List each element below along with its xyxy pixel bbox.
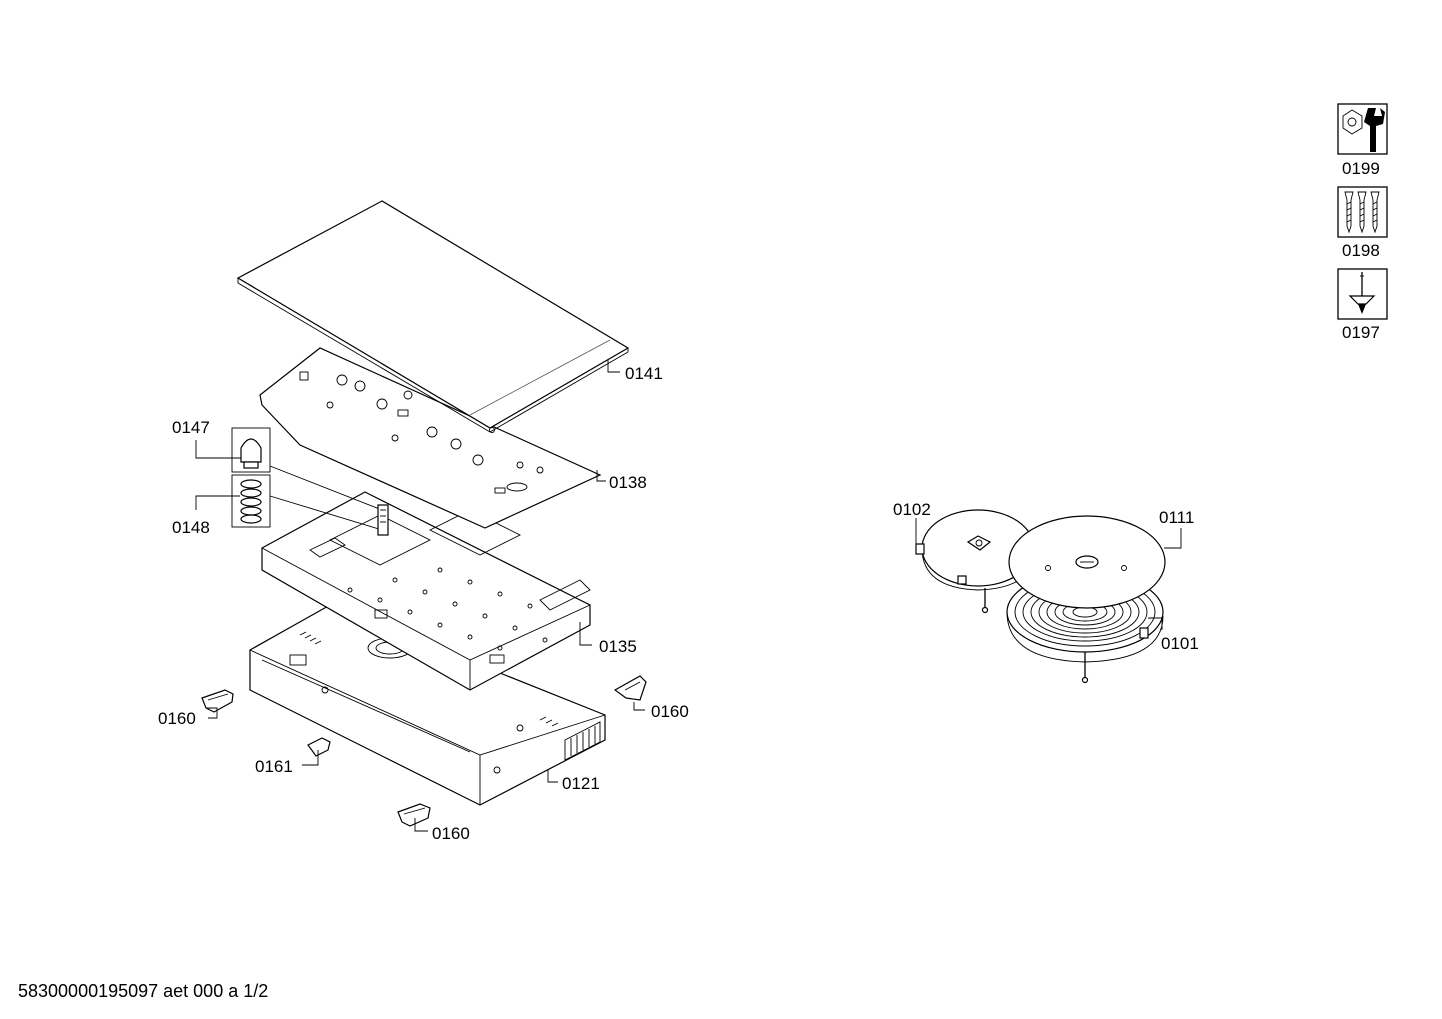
label-0160-left: 0160 (158, 709, 196, 728)
label-0160-right: 0160 (651, 702, 689, 721)
label-0147: 0147 (172, 418, 210, 437)
part-0148-spring (231, 474, 271, 528)
label-0135: 0135 (599, 637, 637, 656)
label-0198: 0198 (1342, 241, 1380, 260)
part-0160-clip-right (613, 675, 647, 701)
part-0161-foot (307, 737, 331, 757)
label-0111: 0111 (1159, 508, 1194, 527)
spring-guide-lines (269, 465, 389, 536)
label-0121: 0121 (562, 774, 600, 793)
label-0102: 0102 (893, 500, 931, 519)
leader-lines (195, 360, 1182, 832)
label-0141: 0141 (625, 364, 663, 383)
label-0101: 0101 (1161, 634, 1199, 653)
label-0161: 0161 (255, 757, 293, 776)
screwdriver-icon (1337, 268, 1388, 320)
part-0141-glass-top (236, 200, 630, 433)
label-0148: 0148 (172, 518, 210, 537)
label-0199: 0199 (1342, 159, 1380, 178)
part-0111-disc (1008, 515, 1166, 609)
label-0160-bottom: 0160 (432, 824, 470, 843)
part-0160-clip-bottom (397, 803, 431, 827)
part-0138-plate (259, 347, 602, 529)
part-0160-clip-left (201, 689, 234, 713)
label-0197: 0197 (1342, 323, 1380, 342)
document-footer-code: 58300000195097 aet 000 a 1/2 (18, 981, 269, 1001)
label-0138: 0138 (609, 473, 647, 492)
part-0102-disc (915, 509, 1035, 614)
screws-icon (1337, 186, 1388, 238)
tools-icon (1337, 103, 1388, 155)
part-0135-frame (261, 491, 591, 691)
part-0147-cap (231, 427, 271, 473)
